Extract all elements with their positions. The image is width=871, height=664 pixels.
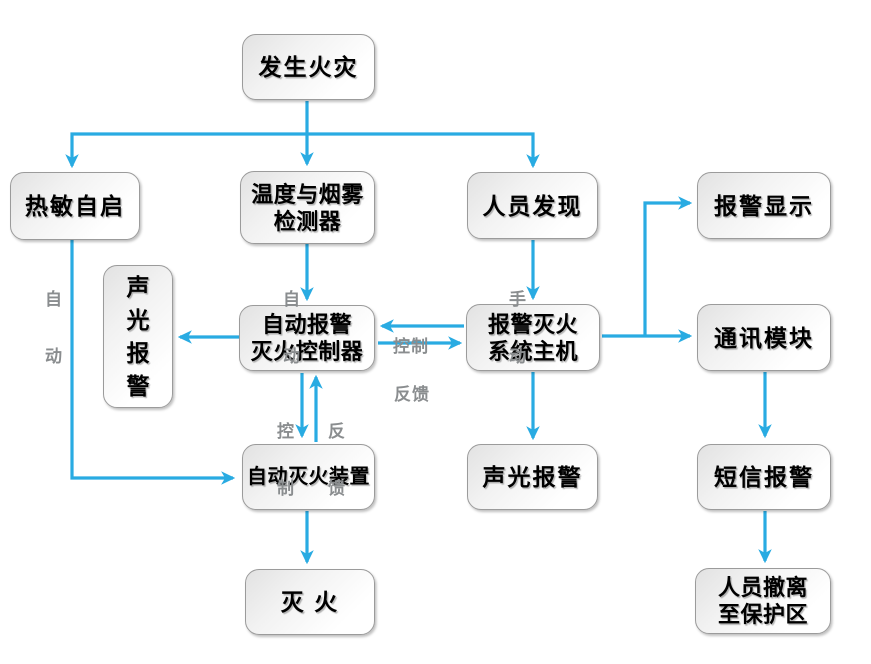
node-label: 灭 火: [280, 589, 340, 615]
edge-label-line: 动: [282, 347, 300, 366]
node-fire-occurs: 发生火灾: [242, 34, 375, 100]
edge-label-line: 制: [276, 479, 294, 498]
node-label: 系统主机: [487, 338, 578, 364]
edge-label-control-vertical: 控 制: [276, 384, 295, 536]
node-label: 人员撤离: [717, 575, 808, 600]
edge-label-line: 反馈: [394, 385, 430, 404]
node-label: 自动报警: [261, 312, 352, 337]
node-label: 光: [126, 306, 150, 333]
node-sound-light-alarm-left: 声 光 报 警: [103, 265, 173, 408]
node-comm-module: 通讯模块: [697, 304, 831, 371]
node-alarm-system-host: 报警灭火 系统主机: [466, 304, 600, 371]
node-sound-light-alarm-bottom: 声光报警: [467, 444, 598, 510]
node-sms-alarm: 短信报警: [697, 444, 831, 510]
edge-label-line: 控: [276, 422, 294, 441]
node-temp-smoke-detector: 温度与烟雾 检测器: [240, 171, 375, 244]
node-label: 温度与烟雾: [251, 181, 364, 207]
edge-label-auto-left: 自 动: [44, 252, 63, 404]
edge-thermal-to-device: [70, 240, 236, 485]
edge-fire-to-person: [307, 132, 540, 169]
node-auto-alarm-controller: 自动报警 灭火控制器: [239, 305, 375, 371]
edge-label-feedback-horizontal: 反馈: [394, 350, 430, 440]
edge-fire-to-thermal: [65, 132, 307, 169]
edge-label-feedback-vertical: 反 馈: [327, 384, 346, 536]
node-label: 人员发现: [482, 192, 583, 219]
edge-label-line: 自: [44, 290, 62, 309]
edge-label-auto-center: 自 动: [282, 252, 301, 404]
node-person-discovery: 人员发现: [467, 172, 598, 239]
node-label: 报: [126, 339, 150, 366]
edge-label-line: 动: [44, 347, 62, 366]
edge-label-line: 手: [508, 290, 526, 309]
edge-label-line: 动: [508, 347, 526, 366]
node-label: 短信报警: [714, 464, 814, 490]
node-label: 通讯模块: [714, 324, 814, 351]
edge-label-line: 控制: [393, 337, 429, 356]
node-label: 声: [126, 273, 150, 300]
node-label: 至保护区: [717, 602, 808, 627]
node-label: 发生火灾: [258, 54, 359, 80]
node-label: 自动灭火装置: [247, 466, 370, 488]
node-label: 警: [126, 372, 150, 399]
edge-label-line: 自: [282, 290, 300, 309]
node-label: 报警灭火: [487, 311, 578, 337]
node-alarm-display: 报警显示: [697, 172, 831, 239]
node-label: 灭火控制器: [250, 339, 364, 364]
edge-label-line: 反: [327, 422, 345, 441]
node-label: 声光报警: [482, 464, 583, 490]
edge-host-to-alarm-display: [643, 196, 693, 336]
edge-label-line: 馈: [327, 479, 345, 498]
edge-label-control-horizontal: 控制: [393, 302, 429, 392]
node-evacuate: 人员撤离 至保护区: [695, 568, 831, 634]
node-extinguish: 灭 火: [245, 569, 375, 635]
node-label: 报警显示: [714, 192, 814, 219]
node-label: 热敏自启: [25, 193, 125, 219]
node-thermal-autostart: 热敏自启: [10, 172, 140, 240]
node-label: 检测器: [273, 208, 342, 234]
edge-label-manual: 手 动: [508, 252, 527, 404]
node-auto-extinguish-device: 自动灭火装置: [242, 444, 375, 510]
